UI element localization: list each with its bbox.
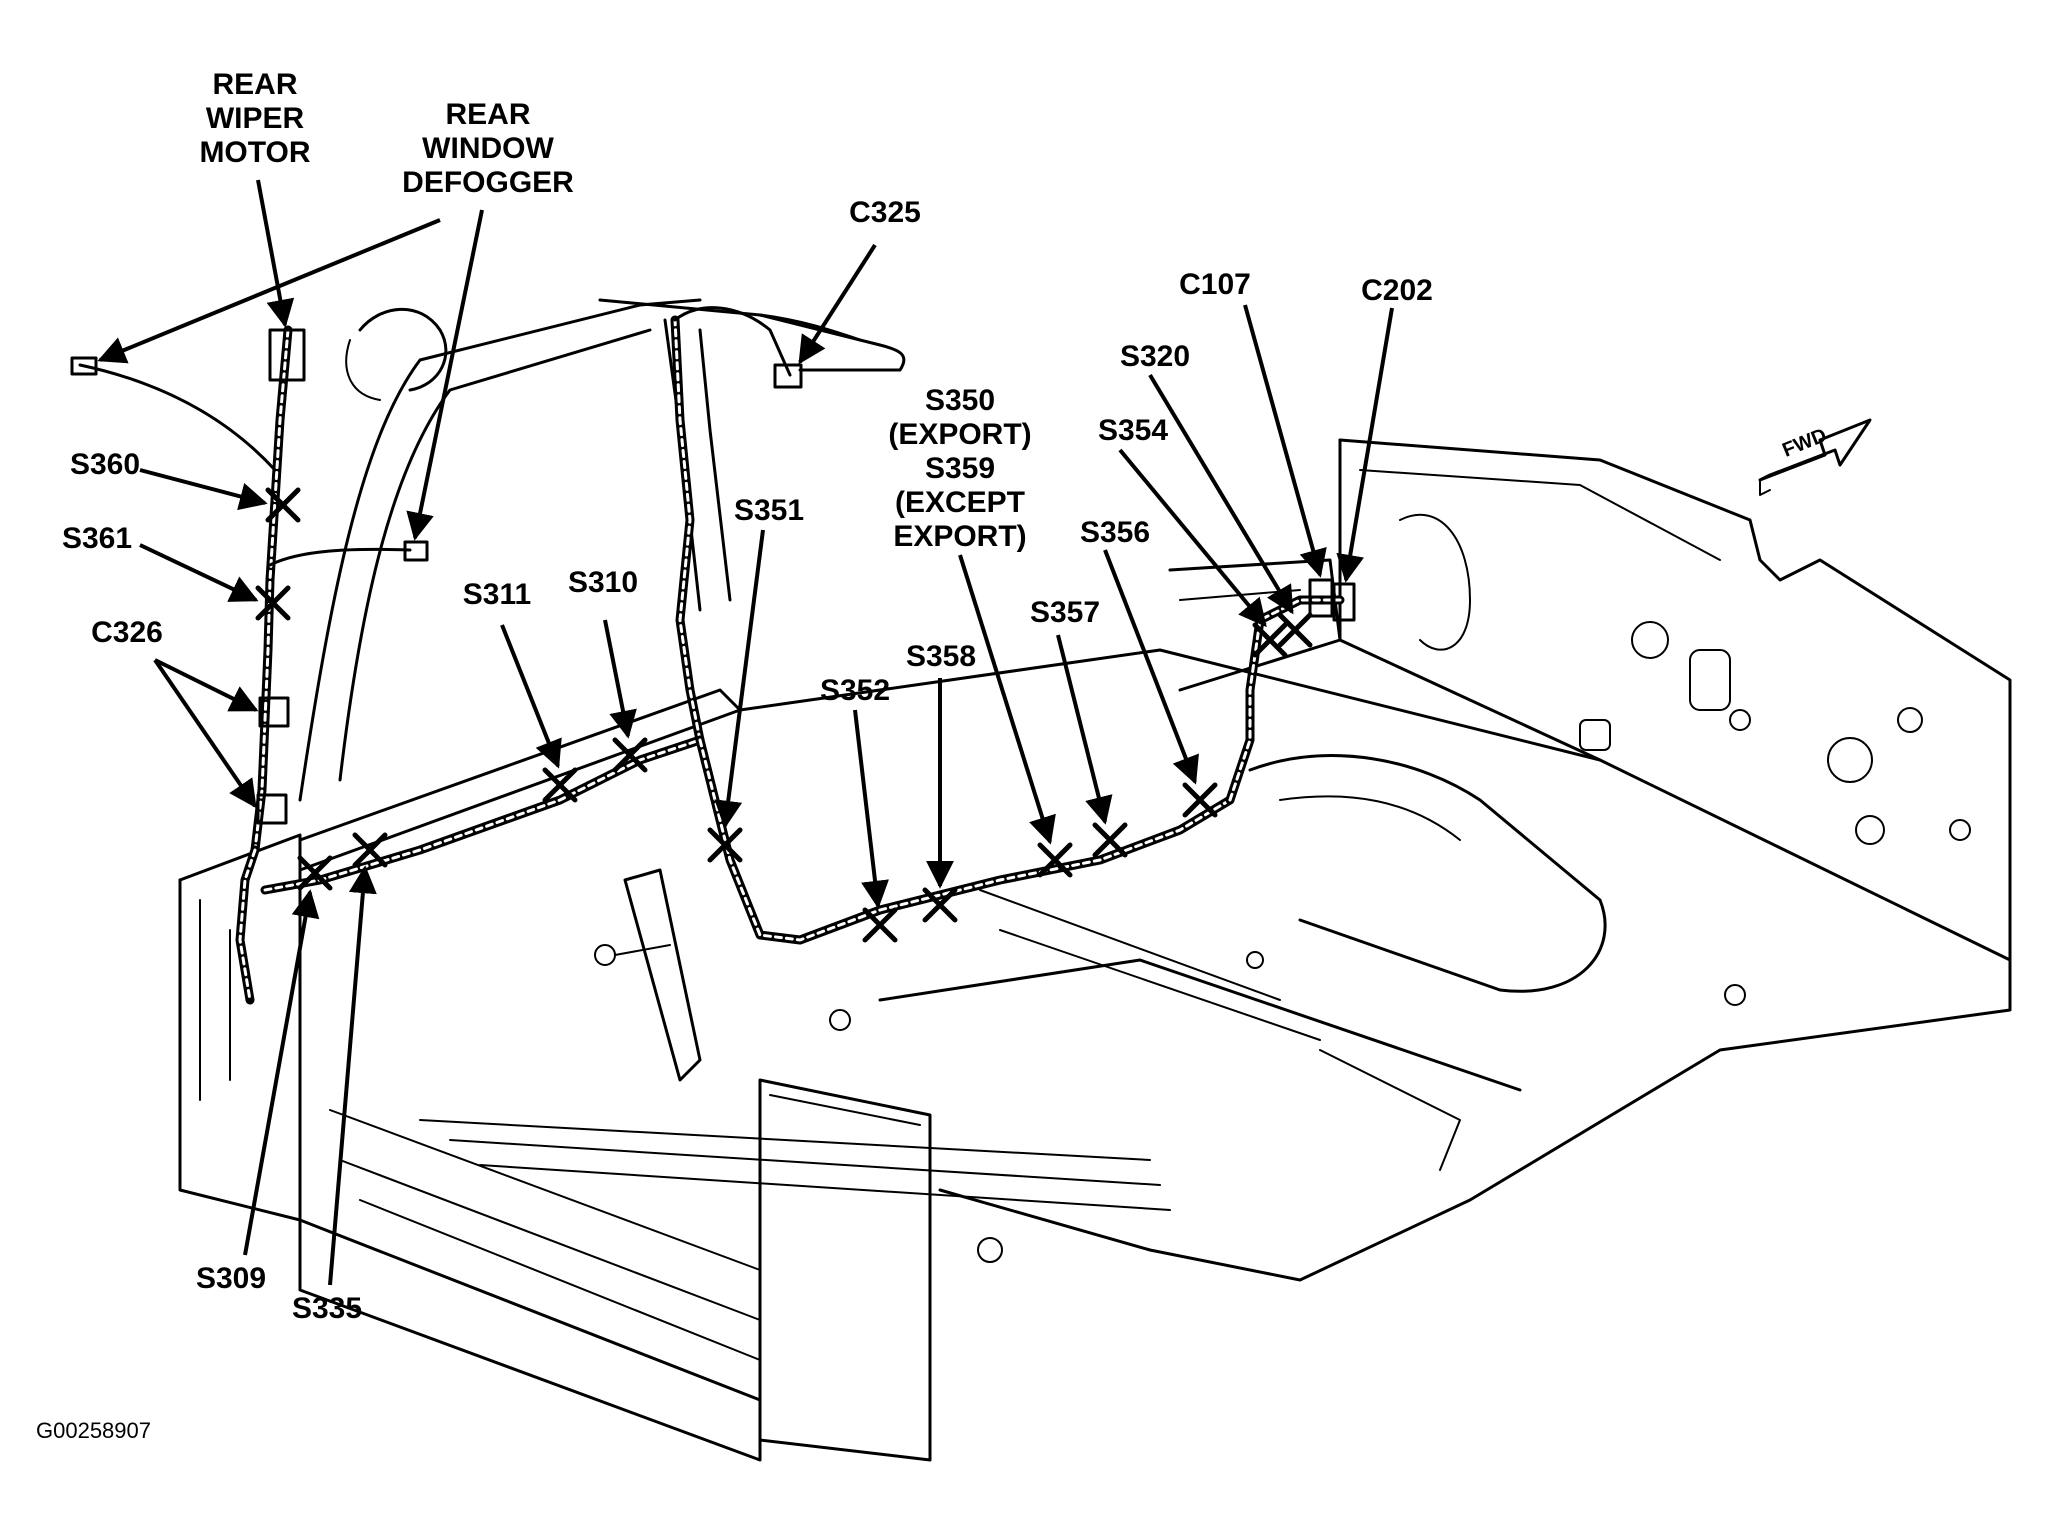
arrow-c107: [1243, 304, 1327, 578]
body-outline: [178, 298, 2012, 1462]
label-c326: C326: [91, 616, 163, 649]
arrow-c326-upper: [154, 658, 259, 712]
arrow-s351: [714, 529, 765, 829]
label-c202: C202: [1361, 274, 1433, 307]
leader-arrows: [97, 179, 1394, 1286]
label-s352: S352: [819, 674, 891, 707]
arrow-s356: [1103, 549, 1199, 785]
label-s358: S358: [905, 640, 977, 673]
splice-s361: [255, 585, 291, 621]
splice-s360: [265, 487, 301, 523]
rear-wiper-connector: [268, 328, 306, 382]
c325-connector: [773, 363, 803, 389]
arrow-s360: [139, 468, 268, 511]
splice-s356: [1182, 782, 1218, 818]
label-rear-window-defogger: REAR WINDOW DEFOGGER: [402, 98, 574, 199]
splice-s358: [922, 887, 958, 923]
arrow-s320: [1148, 373, 1294, 615]
label-s356: S356: [1079, 516, 1151, 549]
arrow-rear-wiper-motor: [256, 179, 295, 328]
connectors: [70, 328, 1356, 825]
splice-s309: [297, 855, 333, 891]
label-s310: S310: [567, 566, 639, 599]
arrow-s311: [500, 624, 562, 769]
splice-s311: [542, 767, 578, 803]
label-s360: S360: [69, 448, 141, 481]
splice-s310: [612, 737, 648, 773]
label-s335: S335: [291, 1292, 363, 1325]
arrow-s335: [328, 865, 377, 1286]
wiring-harness: [78, 306, 1345, 1005]
arrow-s361: [139, 543, 259, 602]
arrow-s352: [853, 709, 889, 909]
arrow-c326-lower: [153, 658, 257, 809]
label-s311: S311: [462, 578, 532, 611]
arrow-s354: [1118, 448, 1267, 628]
label-s351: S351: [733, 494, 805, 527]
splice-s351: [707, 827, 743, 863]
label-s320: S320: [1119, 340, 1191, 373]
arrow-s310: [603, 619, 637, 739]
splice-s357: [1092, 822, 1128, 858]
rear-defogger-connector-right: [403, 540, 429, 562]
label-s309: S309: [195, 1262, 267, 1295]
arrow-rear-defogger-right: [406, 209, 484, 541]
splice-s352: [862, 907, 898, 943]
rear-defogger-connector-left: [70, 356, 98, 376]
arrow-s357: [1056, 634, 1113, 825]
arrow-s350-s359: [958, 554, 1056, 845]
splice-s320: [1277, 612, 1313, 648]
label-s357: S357: [1029, 596, 1101, 629]
arrow-c325: [798, 243, 877, 365]
arrow-s309: [243, 889, 320, 1256]
arrow-rear-defogger-left: [97, 218, 441, 364]
label-c325: C325: [849, 196, 921, 229]
figure-id: G00258907: [36, 1418, 151, 1443]
splice-s354: [1252, 622, 1288, 658]
label-s354: S354: [1097, 414, 1169, 447]
splice-marks: [255, 487, 1313, 943]
fwd-arrow: [1758, 418, 1872, 496]
label-s350-s359: S350 (EXPORT) S359 (EXCEPT EXPORT): [888, 384, 1032, 553]
c107-connector: [1308, 578, 1334, 618]
splice-s350-s359: [1037, 842, 1073, 878]
label-c107: C107: [1179, 268, 1251, 301]
label-s361: S361: [61, 522, 133, 555]
label-rear-wiper-motor: REAR WIPER MOTOR: [199, 68, 311, 169]
c326-connector-upper: [258, 696, 290, 728]
c202-connector: [1332, 582, 1356, 622]
arrow-c202: [1336, 307, 1394, 583]
splice-s335: [352, 832, 388, 868]
c326-connector-lower: [256, 793, 288, 825]
